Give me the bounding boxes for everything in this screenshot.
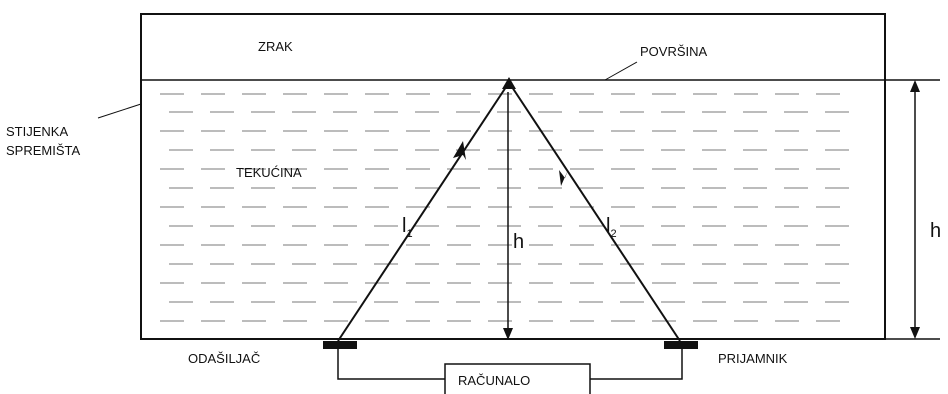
outer-height-arrow-top <box>910 80 920 92</box>
transmitter-wire <box>337 349 445 380</box>
receiver-wire <box>590 349 683 380</box>
transmitter-block <box>323 341 357 349</box>
label-height-outer: h <box>930 220 941 242</box>
arrow-up-l1 <box>453 141 466 160</box>
computer-box <box>444 363 591 394</box>
label-height-inner: h <box>513 231 524 253</box>
tank-outline <box>140 13 886 340</box>
label-air: ZRAK <box>258 39 293 54</box>
tank-wall-leader-line <box>97 103 142 119</box>
sound-path-l1 <box>337 83 509 342</box>
label-tank-wall-line2: SPREMIŠTA <box>6 143 80 158</box>
label-path-l1: l1 <box>402 215 413 240</box>
label-computer: RAČUNALO <box>458 373 530 388</box>
receiver-block <box>664 341 698 349</box>
arrow-down-l2 <box>559 170 568 186</box>
liquid-dashes <box>160 93 849 322</box>
label-transmitter: ODAŠILJAČ <box>188 351 260 366</box>
label-path-l2: l2 <box>606 215 617 240</box>
label-liquid: TEKUĆINA <box>236 165 302 180</box>
surface-leader-line <box>604 61 638 81</box>
label-surface: POVRŠINA <box>640 44 708 59</box>
label-tank-wall-line1: STIJENKA <box>6 124 68 139</box>
inner-height-arrowhead <box>503 328 513 340</box>
label-receiver: PRIJAMNIK <box>718 351 788 366</box>
sound-path-l2 <box>509 83 681 342</box>
outer-height-arrow-bottom <box>910 327 920 339</box>
reflection-point-marker <box>502 77 516 89</box>
